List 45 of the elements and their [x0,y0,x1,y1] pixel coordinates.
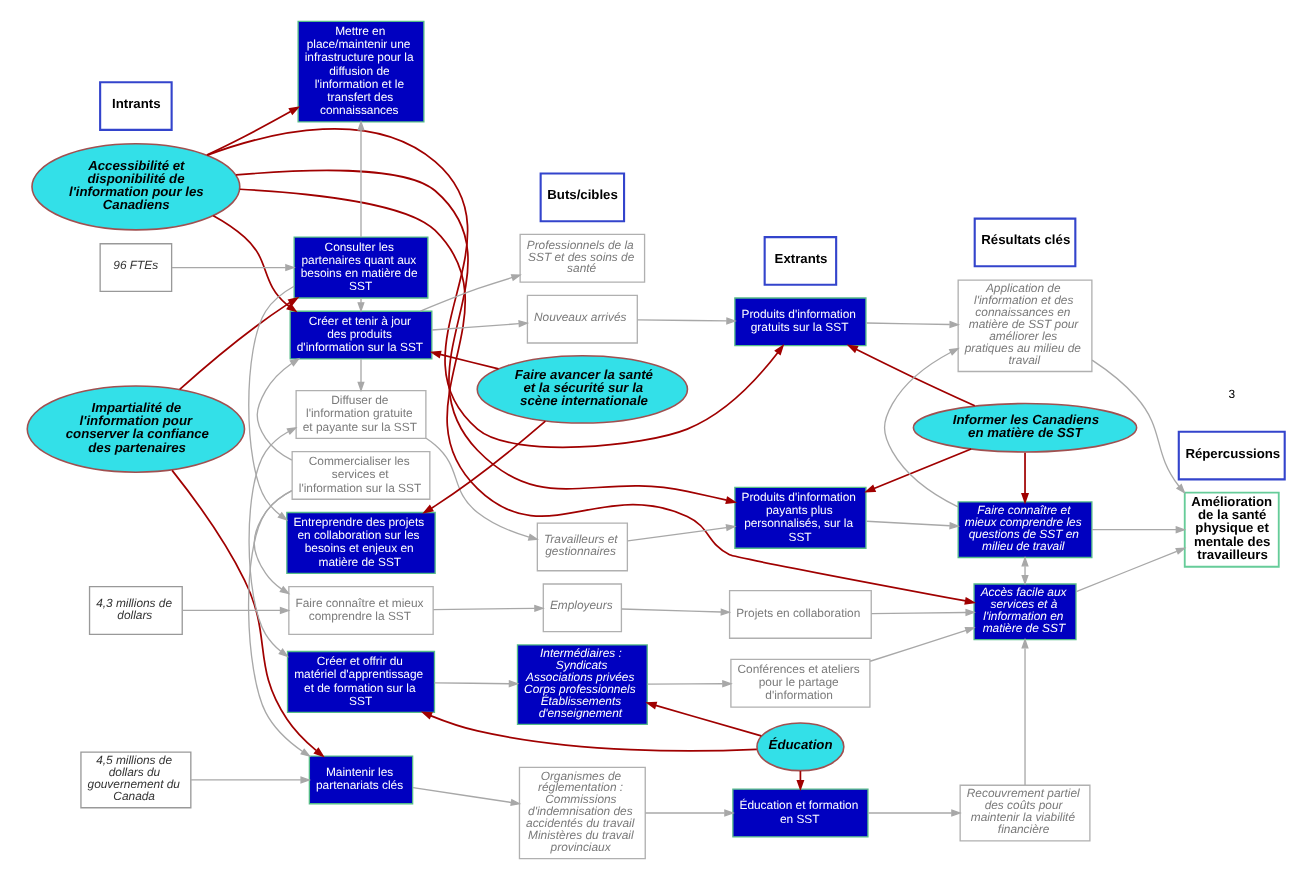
arrow [357,358,365,393]
arrow [420,711,758,752]
arrow [178,296,300,391]
arrow [1021,555,1029,586]
arrow [846,344,976,407]
arrow [867,809,962,817]
arrow [429,350,500,370]
arrow [206,128,785,449]
arrow [1091,359,1186,495]
arrow [865,320,961,329]
arrow [1091,526,1187,534]
arrow [256,357,301,461]
arrow [206,106,301,156]
arrow [869,626,976,662]
arrow [647,680,733,688]
arrow [212,214,298,313]
arrow [412,786,522,807]
arrow [171,469,325,758]
arrow [433,680,520,688]
arrow [248,285,295,521]
arrow [190,776,311,784]
arrow [171,263,296,272]
arrow [239,188,977,605]
arrow [1021,451,1029,505]
arrow [870,608,976,617]
arrow [883,347,960,508]
arrow [181,606,291,615]
arrow [1075,547,1187,593]
arrow [357,297,365,313]
arrow [864,448,972,493]
arrow [1021,637,1029,786]
arrow [248,426,298,658]
arrow [357,120,365,238]
arrow [419,274,522,312]
arrow [865,520,961,530]
arrow [422,420,547,514]
arrow [431,320,530,331]
arrow [644,809,735,817]
arrow [627,523,737,542]
arrow [636,317,737,325]
arrow [247,489,311,758]
arrow [621,608,732,616]
arrow [432,604,545,613]
arrow [425,437,539,541]
arrow [645,701,763,737]
